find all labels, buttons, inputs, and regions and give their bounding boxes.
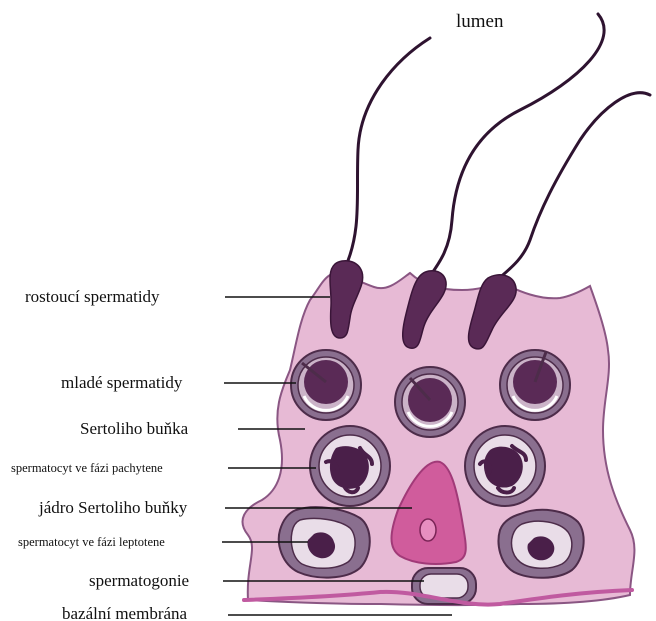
label-young-spermatids: mladé spermatidy <box>61 373 183 392</box>
sertoli-nucleolus <box>420 519 436 541</box>
label-spermatogonium: spermatogonie <box>89 571 189 590</box>
young-spermatid-1 <box>291 350 361 420</box>
young-spermatid-2 <box>395 367 465 437</box>
lumen-label: lumen <box>456 11 504 32</box>
sperm-tails <box>345 14 650 282</box>
label-pachytene-spermatocyte: spermatocyt ve fázi pachytene <box>11 461 163 475</box>
label-basal-membrane: bazální membrána <box>62 604 188 621</box>
leptotene-spermatocyte-2 <box>499 510 584 578</box>
young-spermatid-3 <box>500 350 570 420</box>
labels: rostoucí spermatidy mladé spermatidy Ser… <box>11 287 189 621</box>
sperm-tail-right <box>495 93 650 282</box>
label-sertoli-nucleus: jádro Sertoliho buňky <box>38 498 188 517</box>
label-sertoli-cell: Sertoliho buňka <box>80 419 189 438</box>
label-leptotene-spermatocyte: spermatocyt ve fázi leptotene <box>18 535 165 549</box>
label-growing-spermatids: rostoucí spermatidy <box>25 287 160 306</box>
pachytene-spermatocyte-1 <box>310 426 390 506</box>
sperm-tail-left <box>345 38 430 268</box>
pachytene-spermatocyte-2 <box>465 426 545 506</box>
